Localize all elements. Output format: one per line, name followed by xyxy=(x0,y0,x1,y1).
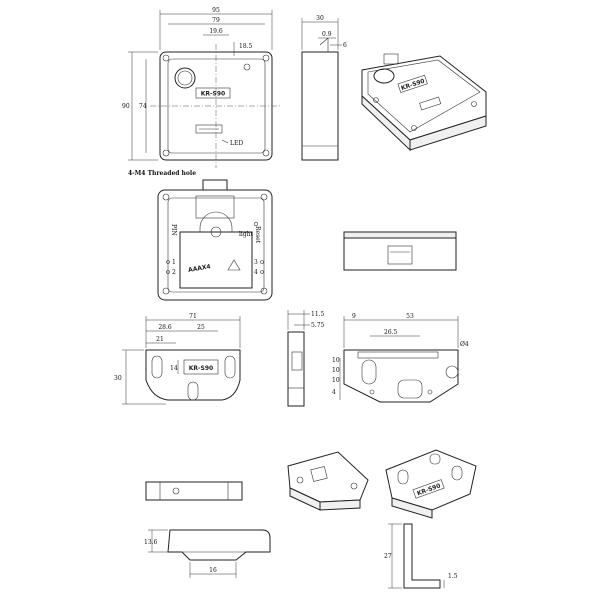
dim-26-5: 26.5 xyxy=(384,329,398,336)
dim-19-6: 19.6 xyxy=(209,28,223,35)
dim-0-9: 0.9 xyxy=(322,31,332,38)
dim-16: 16 xyxy=(209,567,217,574)
light-label: light xyxy=(239,231,254,238)
dim-28-6: 28.6 xyxy=(158,324,172,331)
strike-top-view xyxy=(145,481,243,501)
isometric-bracket-view xyxy=(287,451,369,511)
bracket-side-view: 27 1.5 xyxy=(384,523,458,589)
isometric-strike-view: KR-S90 xyxy=(385,449,477,519)
dim-30: 30 xyxy=(316,15,324,22)
strike-bottom-view: 13.6 16 xyxy=(144,529,271,578)
reset-label: Reset xyxy=(254,226,261,244)
dim-18-5: 18.5 xyxy=(239,43,253,50)
dip-label-3: 3 xyxy=(254,259,258,266)
dim-1-5: 1.5 xyxy=(448,573,458,580)
strike-side-view: 11.5 5.75 xyxy=(287,310,325,407)
top-view-logo: KR-S90 xyxy=(201,91,225,98)
dim-95: 95 xyxy=(212,7,220,14)
dim-21: 21 xyxy=(156,336,164,343)
dim-71: 71 xyxy=(189,313,197,320)
top-view: KR-S90 LED 95 79 19.6 18.5 90 74 4-M4 Th… xyxy=(122,7,282,177)
dim-13-6: 13.6 xyxy=(144,539,158,546)
dim-27: 27 xyxy=(384,553,392,560)
isometric-lock-view: KR-S90 xyxy=(361,53,487,152)
strike-logo: KR-S90 xyxy=(189,365,213,372)
dim-5-75: 5.75 xyxy=(311,322,325,329)
dip-label-2: 2 xyxy=(172,269,176,276)
strike-plate-view: KR-S90 71 28.6 25 21 30 14 xyxy=(114,313,241,405)
dim-4: 4 xyxy=(332,389,336,396)
bracket-view: 9 53 26.5 Ø4 10 10 10 4 xyxy=(332,313,469,403)
led-label: LED xyxy=(230,140,243,147)
dip-label-1: 1 xyxy=(172,259,176,266)
dip-label-4: 4 xyxy=(254,269,258,276)
dim-hole-dia: Ø4 xyxy=(460,341,469,348)
dim-25: 25 xyxy=(197,324,205,331)
dim-79: 79 xyxy=(212,17,220,24)
dim-90: 90 xyxy=(122,103,130,110)
dim-10-b: 10 xyxy=(332,367,340,374)
dim-6: 6 xyxy=(343,42,347,49)
dim-53: 53 xyxy=(406,313,414,320)
side-view: 30 0.9 6 xyxy=(301,15,347,161)
pin-label: PIN xyxy=(170,224,177,236)
battery-label: AAAX4 xyxy=(188,263,212,274)
dim-11-5: 11.5 xyxy=(311,311,325,318)
strike-front-view xyxy=(343,231,457,271)
threaded-hole-note: 4-M4 Threaded hole xyxy=(128,170,196,177)
dim-10-a: 10 xyxy=(332,357,340,364)
dim-9: 9 xyxy=(352,313,356,320)
dim-14: 14 xyxy=(170,365,178,372)
dim-30-strike: 30 xyxy=(114,375,122,382)
dim-10-c: 10 xyxy=(332,377,340,384)
back-view: AAAX4 PIN light Reset 1 2 3 4 xyxy=(157,179,273,301)
dim-74: 74 xyxy=(139,103,147,110)
